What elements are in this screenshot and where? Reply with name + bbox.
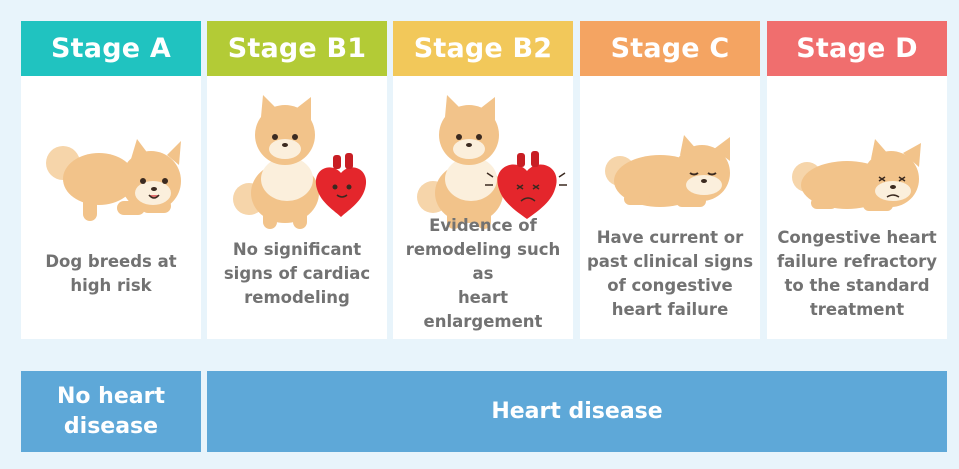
stage-c-card: Stage C Have current or past clinical si… [580, 21, 760, 339]
dog-with-enlarged-heart-icon [417, 95, 567, 229]
stage-a-card: Stage A Dog breeds at high risk [21, 21, 201, 339]
dog-with-heart-icon [233, 95, 367, 229]
stage-c-description: Have current or past clinical signs of c… [586, 228, 754, 319]
heart-disease-label: Heart disease [491, 399, 663, 424]
stage-a-header: Stage A [21, 21, 201, 76]
stage-a-title: Stage A [51, 33, 171, 64]
playful-dog-icon [46, 139, 181, 221]
stage-c-header: Stage C [580, 21, 760, 76]
stage-d-illustration [767, 81, 947, 231]
stage-b2-description: Evidence of remodeling such as heart enl… [405, 216, 561, 331]
exhausted-dog-icon [792, 139, 921, 211]
stage-d-header: Stage D [767, 21, 947, 76]
stage-b1-header: Stage B1 [207, 21, 387, 76]
stage-d-card: Stage D Congestive heart failure refract… [767, 21, 947, 339]
stage-c-illustration [580, 81, 760, 231]
stage-d-title: Stage D [796, 33, 918, 64]
stage-b2-header: Stage B2 [393, 21, 573, 76]
stage-b1-title: Stage B1 [227, 33, 367, 64]
stage-b2-title: Stage B2 [413, 33, 553, 64]
no-heart-disease-label: No heart disease [57, 383, 165, 439]
tired-dog-icon [605, 135, 730, 207]
stage-d-description: Congestive heart failure refractory to t… [776, 228, 938, 319]
stage-b2-card: Stage B2 Evidence of remodeling su [393, 21, 573, 339]
stage-a-illustration [21, 81, 201, 231]
no-heart-disease-bar: No heart disease [21, 371, 201, 452]
heart-disease-bar: Heart disease [207, 371, 947, 452]
stage-c-title: Stage C [610, 33, 730, 64]
stage-b1-description: No significant signs of cardiac remodeli… [223, 240, 371, 307]
stage-a-description: Dog breeds at high risk [45, 252, 177, 295]
stage-b1-card: Stage B1 No significant signs of cardiac [207, 21, 387, 339]
stage-b1-illustration [207, 81, 387, 231]
stage-b2-illustration [393, 81, 573, 231]
